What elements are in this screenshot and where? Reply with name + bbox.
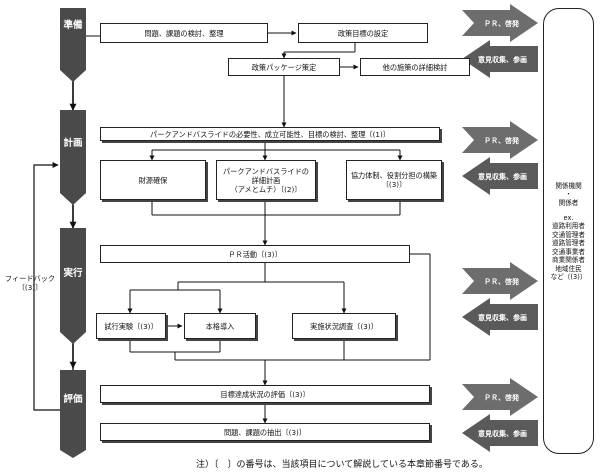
box-pr-activities: ＰＲ活動〔(3)〕 <box>100 245 410 263</box>
stage-shape-eval <box>60 370 86 458</box>
box-financing: 財源確保 <box>100 160 206 200</box>
pr-label-1: ＰＲ、啓発 <box>484 20 519 28</box>
box-other-measures: 他の施策の詳細検討 <box>360 58 470 76</box>
box-policy-package: 政策パッケージ策定 <box>228 58 340 76</box>
opinion-arrows <box>462 40 538 452</box>
feedback-label: フィードバック 〔(3)〕 <box>4 274 56 292</box>
stage-shape-prep <box>60 8 86 82</box>
stage-shape-exec <box>60 228 86 344</box>
footnote: 注）〔 〕の番号は、当該項目について解説している本章節番号である。 <box>196 460 488 470</box>
box-issues-review: 問題、課題の検討、整理 <box>100 23 268 43</box>
opinion-label-1: 意見収集、参画 <box>478 56 527 64</box>
box-trial: 試行実験〔(3)〕 <box>96 313 166 339</box>
stage-shape-plan <box>60 110 86 205</box>
stage-label-eval: 評価 <box>63 394 83 405</box>
stage-label-plan: 計画 <box>63 138 83 149</box>
opinion-label-2: 意見収集、参画 <box>478 173 527 181</box>
box-pr-necessity: パークアンドバスライドの必要性、成立可能性、目標の検討、整理〔(1)〕 <box>100 127 440 141</box>
box-cooperation: 協力体制、役割分担の構築 〔(3)〕 <box>346 160 442 200</box>
box-goal-eval: 目標達成状況の評価〔(3)〕 <box>100 385 430 403</box>
box-detailed-plan: パークアンドバスライドの 詳細計画 （アメとムチ）〔(2)〕 <box>216 160 316 200</box>
pr-label-3: ＰＲ、啓発 <box>484 278 519 286</box>
stakeholders-panel <box>543 8 594 454</box>
box-status-survey: 実施状況調査〔(3)〕 <box>292 313 396 339</box>
pr-label-2: ＰＲ、啓発 <box>484 137 519 145</box>
stakeholders-list: ex. 道路利用者 交通管理者 道路管理者 交通事業者 商業関係者 地域住民 な… <box>550 214 587 282</box>
opinion-label-4: 意見収集、参画 <box>478 430 527 438</box>
box-policy-goals: 政策目標の設定 <box>298 23 428 43</box>
box-full-intro: 本格導入 <box>184 313 256 339</box>
pr-arrows <box>462 4 538 416</box>
stakeholders-title: 関係機関 ・ 関係者 <box>555 182 582 207</box>
opinion-label-3: 意見収集、参画 <box>478 314 527 322</box>
feedback-loop-line <box>33 162 60 411</box>
pr-label-4: ＰＲ、啓発 <box>484 394 519 402</box>
stage-label-exec: 実行 <box>63 268 83 279</box>
stage-label-prep: 準備 <box>63 20 83 31</box>
box-extract-issues: 問題、課題の抽出〔(3)〕 <box>100 423 430 441</box>
